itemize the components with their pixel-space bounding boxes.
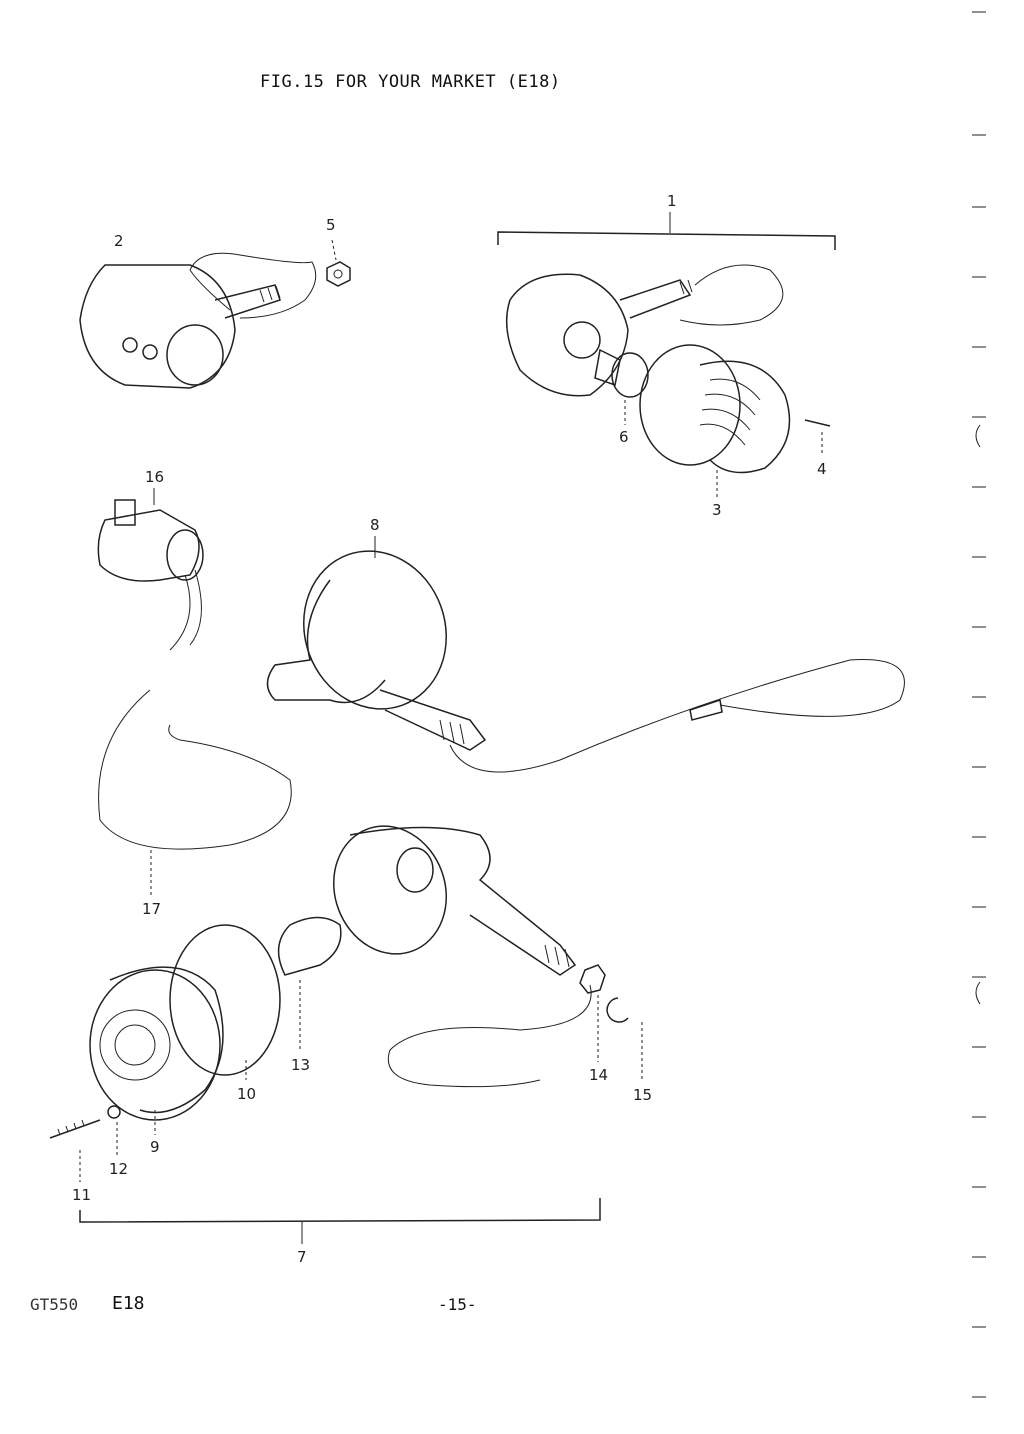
part-7-turn-signal-assembly xyxy=(49,825,643,1244)
page-number: -15- xyxy=(438,1295,477,1314)
callout-6: 6 xyxy=(619,428,629,446)
callout-labels: 1 2 3 4 5 6 7 8 9 10 11 12 13 14 15 16 1… xyxy=(72,192,827,1266)
footer-model: GT550 xyxy=(30,1295,79,1314)
callout-7: 7 xyxy=(297,1248,307,1266)
callout-2: 2 xyxy=(114,232,124,250)
callout-9: 9 xyxy=(150,1138,160,1156)
callout-10: 10 xyxy=(237,1085,256,1103)
callout-13: 13 xyxy=(291,1056,310,1074)
callout-11: 11 xyxy=(72,1186,91,1204)
margin-marks xyxy=(972,11,986,1398)
figure-title: FIG.15 FOR YOUR MARKET (E18) xyxy=(260,72,561,92)
part-8-turn-signal-rear xyxy=(266,536,905,773)
callout-17: 17 xyxy=(142,900,161,918)
callout-4: 4 xyxy=(817,460,827,478)
callout-3: 3 xyxy=(712,501,722,519)
part-2-turn-signal-front xyxy=(79,252,317,389)
callout-5: 5 xyxy=(326,216,336,234)
callout-12: 12 xyxy=(109,1160,128,1178)
footer-code: E18 xyxy=(112,1293,145,1314)
callout-14: 14 xyxy=(589,1066,608,1084)
part-5-nut xyxy=(326,239,351,287)
part-17-wire xyxy=(98,689,292,895)
part-1-turn-signal-assembly xyxy=(497,212,836,498)
callout-1: 1 xyxy=(667,192,677,210)
callout-8: 8 xyxy=(370,516,380,534)
callout-16: 16 xyxy=(145,468,164,486)
callout-15: 15 xyxy=(633,1086,652,1104)
part-16-flasher-relay xyxy=(97,488,204,651)
